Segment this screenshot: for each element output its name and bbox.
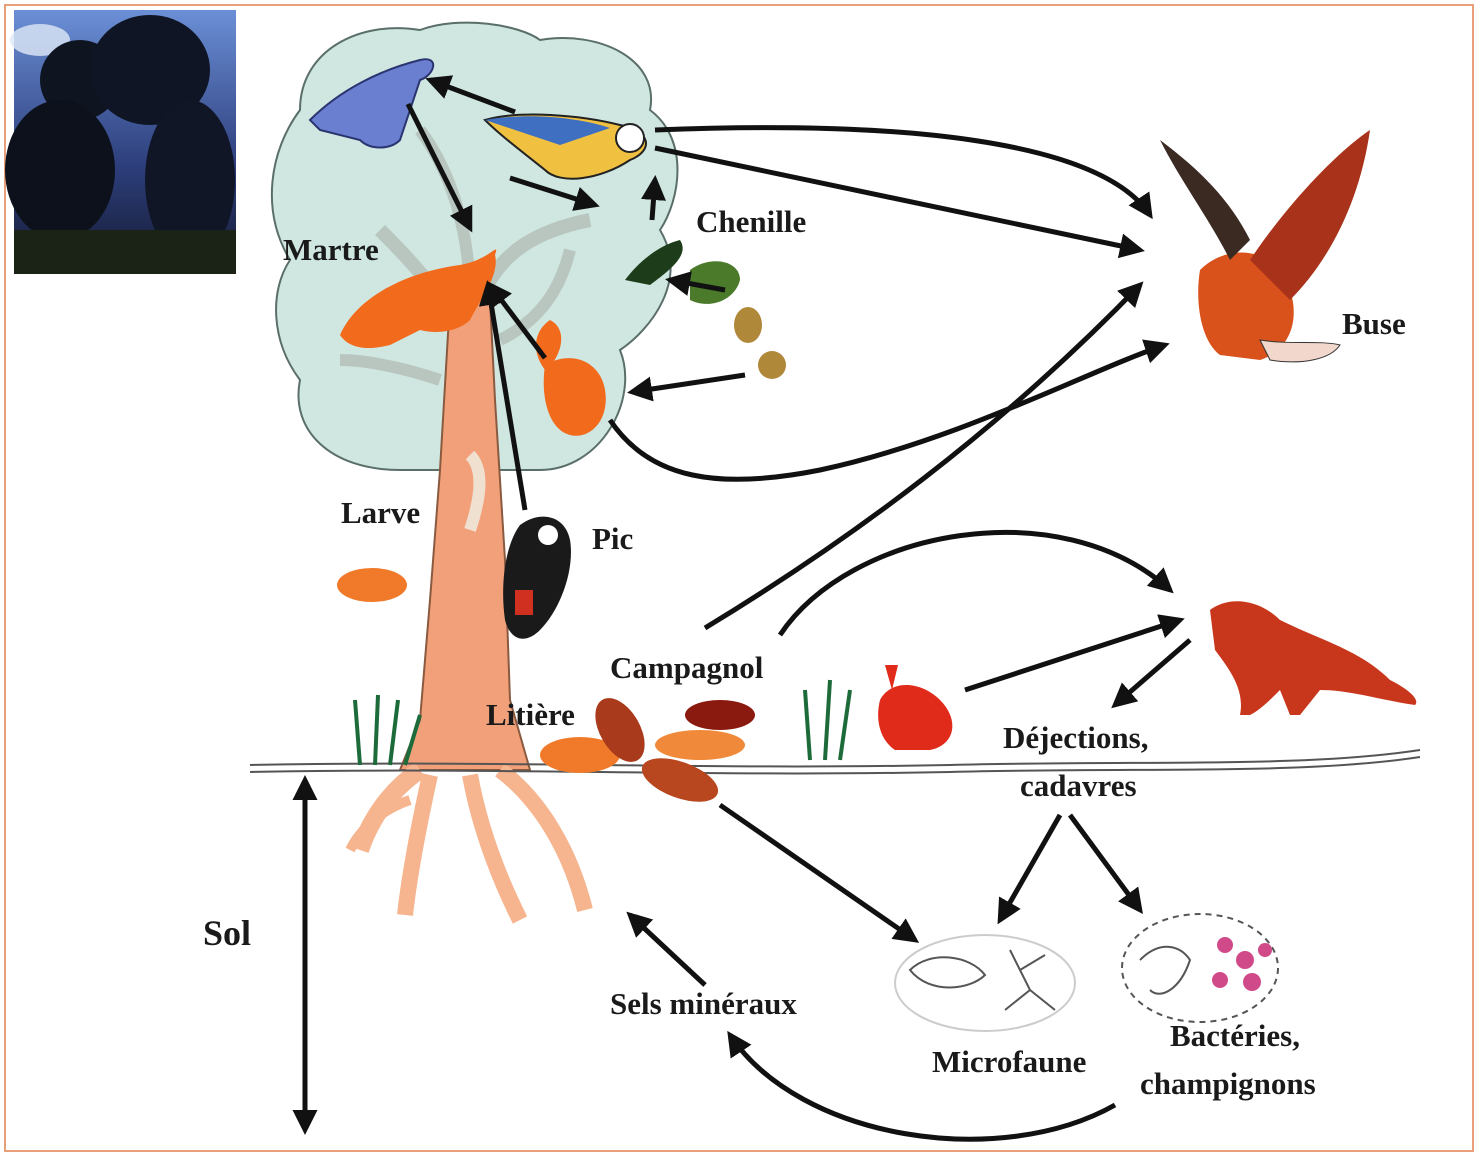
label-sol: Sol (203, 915, 251, 951)
arrow-vole-to-buzzard (705, 285, 1140, 628)
label-litiere: Litière (486, 699, 575, 730)
fox-icon (1210, 601, 1416, 715)
tree-roots (350, 770, 585, 920)
rabbit-icon (878, 665, 952, 750)
label-campagnol: Campagnol (610, 652, 763, 683)
label-larve: Larve (341, 497, 420, 528)
vole-icon (685, 700, 755, 730)
label-dejections-line2: cadavres (1020, 770, 1137, 801)
label-bacteries-line2: champignons (1140, 1068, 1316, 1099)
label-bacteries-line1: Bactéries, (1170, 1020, 1300, 1051)
label-microfaune: Microfaune (932, 1046, 1086, 1077)
label-dejections-line1: Déjections, (1003, 722, 1148, 753)
label-sels-mineraux: Sels minéraux (610, 988, 797, 1019)
arrow-dejections-to-bacteria (1070, 815, 1140, 910)
bacteria-fungi-icon (1122, 914, 1278, 1022)
acorn-icon (734, 307, 786, 379)
arrow-vole-to-fox (780, 532, 1170, 635)
arrow-caterpillar-to-tit (652, 180, 655, 220)
arrow-fox-to-dejections (1115, 640, 1190, 705)
woodpecker-icon (503, 517, 571, 639)
arrow-sels-to-roots (630, 915, 705, 985)
arrow-acorn-to-squirrel (632, 375, 745, 392)
label-buse: Buse (1342, 308, 1406, 339)
oak-leaf-icon (337, 568, 407, 602)
label-pic: Pic (592, 523, 633, 554)
arrow-dejections-to-microfauna (1000, 815, 1060, 920)
microfauna-icon (895, 935, 1075, 1031)
arrow-squirrel-to-buzzard (610, 345, 1165, 479)
forest-photo (5, 10, 236, 274)
arrow-litter-to-microfauna (720, 805, 915, 940)
label-chenille: Chenille (696, 206, 806, 237)
label-martre: Martre (283, 234, 379, 265)
buzzard-icon (1160, 130, 1370, 362)
